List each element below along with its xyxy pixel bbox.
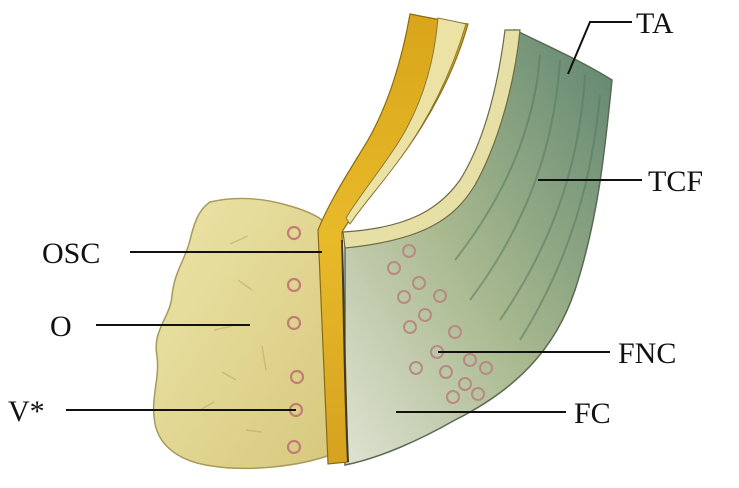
label-fnc: FNC: [618, 337, 676, 370]
label-fc: FC: [574, 397, 611, 430]
label-tcf: TCF: [648, 165, 703, 198]
label-o: O: [50, 310, 72, 343]
label-ta: TA: [636, 7, 674, 40]
label-v: V*: [8, 395, 45, 428]
label-osc: OSC: [42, 237, 100, 270]
